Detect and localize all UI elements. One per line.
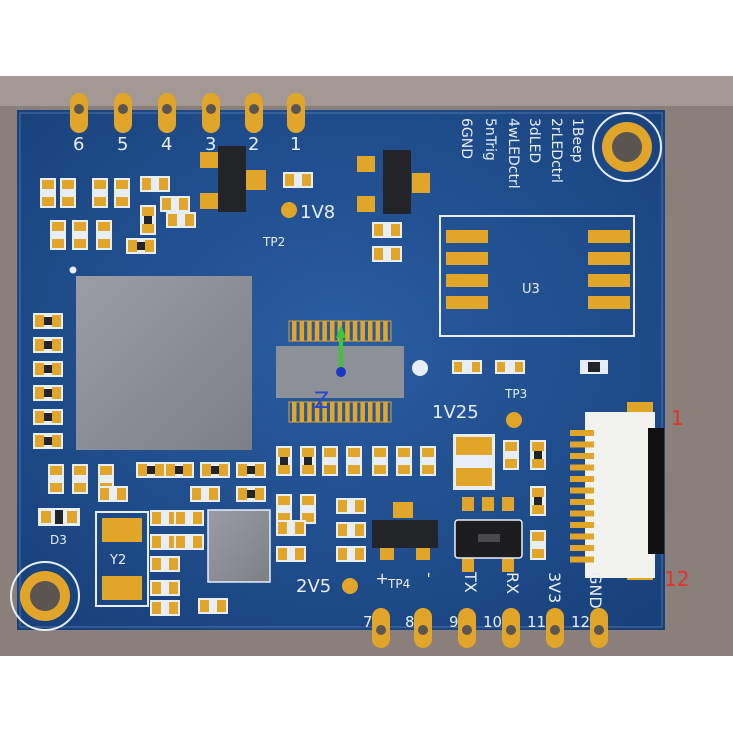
test-point-2v5 [342,578,358,594]
y2-label: Y2 [109,553,126,568]
bottom-signal-label: TX [461,571,480,593]
connector-pin-first: 1 [671,406,684,430]
header-pin-label: 5 [117,134,128,155]
bottom-pin-label: 9 [449,613,459,631]
header-pin-label: 3 [205,134,216,155]
bottom-pin-12: 12 [571,608,608,648]
top-header-pins: 6 5 4 3 2 1 [70,93,305,155]
header-pin-label: 2 [248,134,259,155]
header-pin-2: 2 [245,93,263,155]
bottom-pin-7: 7 [363,608,390,648]
axis-green-line [339,336,343,372]
header-pin-label: 4 [161,134,172,155]
oscillator-chip [207,509,271,583]
bottom-pin-9: 9 [449,608,476,648]
main-processor [76,276,252,450]
tp3-label: TP3 [504,387,527,401]
header-pin-label: 1 [290,134,301,155]
test-point-1v8 [281,202,297,218]
pin-function-label: 5nTrig [482,118,498,161]
pin-function-label: 1Beep [569,118,585,163]
2v5-label: 2V5 [296,576,331,597]
tp4-label: TP4 [387,577,410,591]
pin-function-label: 2rLEDctrl [548,118,564,183]
pin-function-label: 6GND [458,118,474,159]
bottom-signal-label: - [420,572,439,578]
bottom-signal-label: RX [503,572,522,594]
bottom-pin-label: 7 [363,613,373,631]
1v25-label: 1V25 [432,402,479,423]
passive-components [33,172,546,616]
axis-z-label: Z [314,389,329,414]
power-cap [453,434,495,490]
1v8-label: 1V8 [300,202,335,223]
background-highlight [0,76,733,106]
pin-function-label: 3dLED [526,118,542,163]
u3-chip [439,215,635,337]
bottom-pin-label: 11 [527,613,546,631]
crystal-y2 [95,511,149,607]
header-pin-1: 1 [287,93,305,155]
header-pin-3: 3 [202,93,220,155]
header-pin-4: 4 [158,93,176,155]
test-point-1v25 [506,412,522,428]
header-pin-label: 6 [73,134,84,155]
via-small-1 [70,267,76,273]
header-pin-5: 5 [114,93,132,155]
bottom-signal-label: GND [586,572,605,609]
bottom-pin-label: 12 [571,613,590,631]
header-pin-6: 6 [70,93,88,155]
bottom-signal-label: + [373,572,392,585]
board-edge-line [19,112,663,628]
axis-origin [336,367,346,377]
connector-pin-last: 12 [664,567,689,591]
regulator-tp4 [372,502,438,560]
mounting-hole-bottom-left [10,561,80,631]
u3-label: U3 [522,282,540,297]
bottom-header-pins: 7 8 9 10 11 12 [363,608,608,648]
via-center [412,360,428,376]
bottom-pin-10: 10 [483,608,520,648]
regulator-tp2 [200,146,266,212]
fpc-connector [570,402,664,580]
bottom-pin-11: 11 [527,608,564,648]
d3-label: D3 [50,533,67,547]
tp2-label: TP2 [262,235,285,249]
tp3-components [452,360,608,374]
mounting-hole-top-right [592,112,662,182]
bottom-pin-label: 8 [405,613,415,631]
bottom-signal-label: 3V3 [545,572,564,603]
pin-function-label: 4wLEDctrl [505,118,521,189]
bottom-pin-label: 10 [483,613,502,631]
axis-green-arrow [336,325,346,338]
pin-function-labels: 1Beep 2rLEDctrl 3dLED 4wLEDctrl 5nTrig 6GND [458,118,585,189]
bottom-signal-labels: + - TX RX 3V3 GND [373,571,605,609]
diode-d3 [38,508,80,526]
bottom-pin-8: 8 [405,608,432,648]
small-ic-tx [454,497,523,572]
regulator-top-right [357,150,430,214]
